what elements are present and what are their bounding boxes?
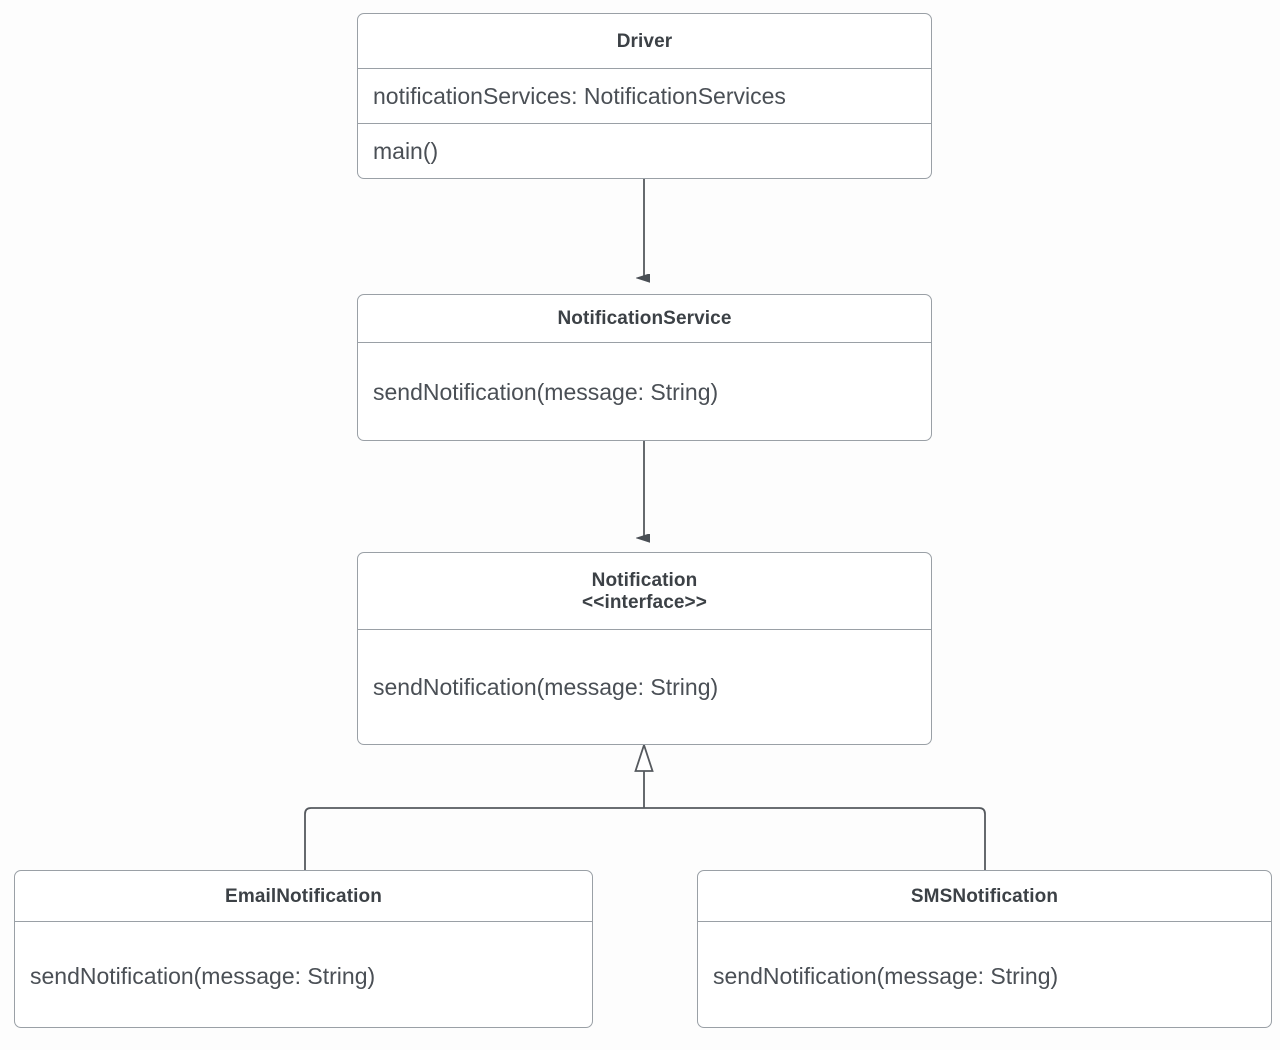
class-title-notification: Notification <<interface>> bbox=[358, 553, 931, 630]
class-box-notification-service[interactable]: NotificationService sendNotification(mes… bbox=[357, 294, 932, 441]
class-box-email-notification[interactable]: EmailNotification sendNotification(messa… bbox=[14, 870, 593, 1028]
class-box-notification[interactable]: Notification <<interface>> sendNotificat… bbox=[357, 552, 932, 745]
class-methods-notification: sendNotification(message: String) bbox=[358, 630, 931, 744]
method-item: sendNotification(message: String) bbox=[373, 674, 719, 700]
class-box-sms-notification[interactable]: SMSNotification sendNotification(message… bbox=[697, 870, 1272, 1028]
attribute-item: notificationServices: NotificationServic… bbox=[373, 83, 786, 109]
class-title-email-notification: EmailNotification bbox=[15, 871, 592, 922]
class-name-label: Driver bbox=[616, 30, 673, 52]
edge-subclasses-to-notification bbox=[304, 742, 986, 870]
method-item: main() bbox=[373, 138, 439, 164]
class-title-sms-notification: SMSNotification bbox=[698, 871, 1271, 922]
class-methods-driver: main() bbox=[358, 124, 931, 178]
class-name-label: Notification bbox=[591, 569, 698, 591]
class-methods-email-notification: sendNotification(message: String) bbox=[15, 922, 592, 1027]
class-stereotype-label: <<interface>> bbox=[582, 591, 707, 613]
method-item: sendNotification(message: String) bbox=[713, 962, 1059, 989]
class-name-label: EmailNotification bbox=[225, 885, 382, 907]
class-name-label: NotificationService bbox=[557, 308, 732, 329]
class-title-driver: Driver bbox=[358, 14, 931, 69]
class-methods-notification-service: sendNotification(message: String) bbox=[358, 343, 931, 440]
method-item: sendNotification(message: String) bbox=[373, 378, 719, 405]
class-title-notification-service: NotificationService bbox=[358, 295, 931, 343]
class-box-driver[interactable]: Driver notificationServices: Notificatio… bbox=[357, 13, 932, 179]
class-name-label: SMSNotification bbox=[910, 885, 1059, 907]
class-methods-sms-notification: sendNotification(message: String) bbox=[698, 922, 1271, 1027]
method-item: sendNotification(message: String) bbox=[30, 962, 376, 989]
class-attributes-driver: notificationServices: NotificationServic… bbox=[358, 69, 931, 124]
